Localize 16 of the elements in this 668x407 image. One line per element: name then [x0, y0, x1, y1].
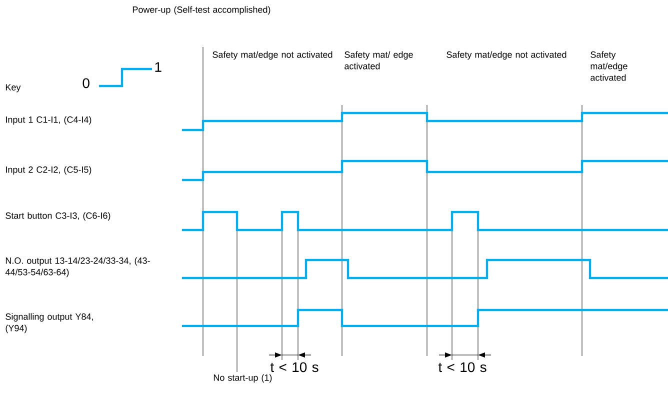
signal-label: Start button C3-I3, (C6-I6) [6, 212, 110, 221]
annotation-text: No start-up (1) [214, 374, 272, 383]
dimension-label: t < 10 s [438, 362, 486, 372]
level-label: 0 [82, 78, 90, 88]
signal-label: Signalling output Y84, (Y94) [6, 313, 93, 334]
signal-label: N.O. output 13-14/23-24/33-34, (43-44/53-54/63-64) [5, 257, 150, 278]
phase-label: Safety mat/ edge activated [344, 51, 413, 70]
level-label: 1 [155, 62, 162, 72]
key-label: Key [6, 84, 21, 92]
phase-label: Safety mat/edge not activated [446, 51, 566, 60]
dimension-label: t < 10 s [270, 362, 318, 372]
annotation-text: Power-up (Self-test accomplished) [132, 6, 270, 15]
phase-label: Safety mat/edge activated [590, 51, 628, 81]
phase-label: Safety mat/edge not activated [212, 51, 332, 60]
signal-label: Input 2 C2-I2, (C5-I5) [6, 166, 92, 175]
signal-label: Input 1 C1-I1, (C4-I4) [6, 116, 92, 125]
